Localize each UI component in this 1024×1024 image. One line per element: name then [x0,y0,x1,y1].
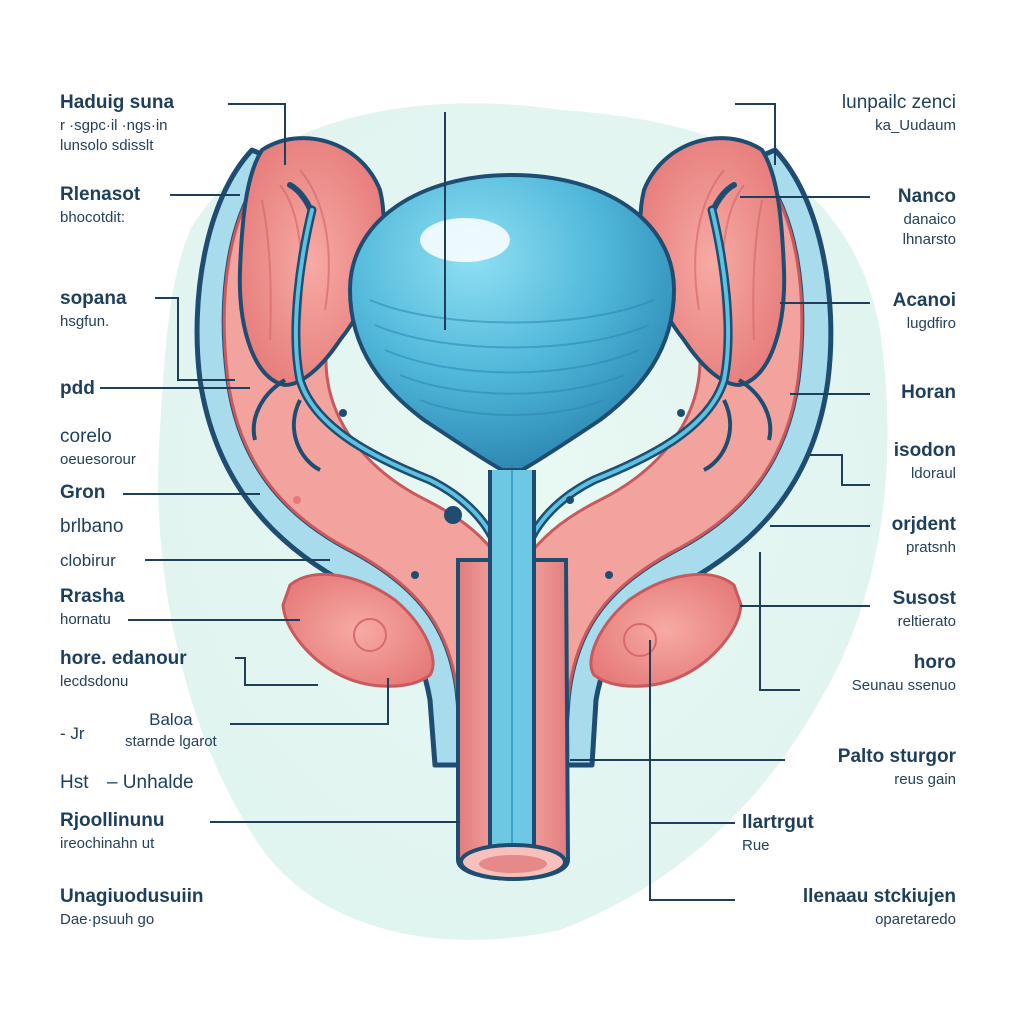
label-right-3: Acanoi lugdfiro [893,290,956,332]
label-sub: hsgfun. [60,312,110,330]
label-sub: lhnarsto [902,231,956,249]
gland-right [589,572,743,688]
label-title: Nanco [897,186,956,207]
label-right-4: Horan [901,382,956,404]
label-title: Rlenasot [60,184,141,205]
lobe-left [237,136,386,388]
label-title: Horan [901,382,956,403]
label-left-4: pdd [60,378,95,400]
label-title: Rrasha [60,586,125,607]
label-left-8: clobirur [60,548,116,571]
label-right-2: Nanco danaico lhnarsto [898,186,956,248]
label-title: Gron [60,482,106,503]
label-sub: lecdsdonu [60,672,129,690]
label-title: pdd [60,378,95,399]
gland-left [281,572,435,688]
label-right-10: llartrgut Rue [742,812,814,854]
label-sub: hornatu [60,610,111,628]
label-left-7: brlbano [60,516,123,538]
label-title: Baloa [149,710,193,729]
label-title: Unagiuodusuiin [60,886,204,907]
label-center: - Jr Baloa starnde lgarot [60,710,217,751]
label-sub: ka_Uudaum [875,116,956,134]
label-left-13: Unagiuodusuiin Dae·psuuh go [60,886,204,928]
label-sub: reltierato [897,612,956,630]
label-sub: oeuesorour [60,450,136,468]
label-title: Rjoollinunu [60,810,165,831]
label-sub: Rue [742,836,770,854]
leader-lines [100,103,870,901]
label-left-1: Haduig suna r ·sgpc·il ·ngs·in lunsolo s… [60,92,174,154]
label-left-9: Rrasha hornatu [60,586,124,628]
label-title: Hst [60,772,89,793]
label-title: sopana [60,288,127,309]
label-sub: ireochinahn ut [60,834,155,852]
label-left-10: hore. edanour lecdsdonu [60,648,187,690]
label-title: corelo [60,426,112,447]
label-right-5: isodon ldoraul [894,440,956,482]
label-title: llartrgut [742,812,814,833]
label-title: lunpailc zenci [841,92,956,113]
label-sub: bhocotdit: [60,208,126,226]
label-left-11: Hst – Unhalde [60,772,194,794]
label-right-9: Palto sturgor reus gain [838,746,956,788]
label-title: horo [913,652,956,673]
label-right-7: Susost reltierato [893,588,956,630]
label-sub: Seunau ssenuo [851,676,956,694]
label-title: orjdent [891,514,956,535]
label-prefix: - Jr [60,724,85,743]
label-sub: Dae·psuuh go [60,910,155,928]
label-left-2: Rlenasot bhocotdit: [60,184,140,226]
label-left-5: corelo oeuesorour [60,426,136,468]
label-sub: lunsolo sdisslt [60,137,154,155]
label-title: hore. edanour [60,648,187,669]
label-left-6: Gron [60,482,105,504]
label-title: Acanoi [892,290,956,311]
label-sub: danaico [903,210,956,228]
lobe-right [638,136,787,388]
label-sub: pratsnh [905,538,956,556]
label-title: llenaau stckiujen [802,886,956,907]
label-title: Haduig suna [60,92,175,113]
label-title: Susost [892,588,956,609]
label-left-3: sopana hsgfun. [60,288,127,330]
label-sub: r ·sgpc·il ·ngs·in [60,116,168,134]
label-title: isodon [893,440,956,461]
label-right-6: orjdent pratsnh [892,514,956,556]
label-sub: lugdfiro [906,314,956,332]
label-right-11: llenaau stckiujen oparetaredo [803,886,956,928]
label-right-1: lunpailc zenci ka_Uudaum [842,92,956,134]
label-sub: oparetaredo [875,910,956,928]
label-extra: – Unhalde [106,772,194,793]
label-title: Palto sturgor [837,746,956,767]
label-sub: clobirur [60,551,116,570]
label-left-12: Rjoollinunu ireochinahn ut [60,810,164,852]
label-sub: ldoraul [910,464,956,482]
label-right-8: horo Seunau ssenuo [852,652,956,694]
label-title: brlbano [60,516,124,537]
label-sub: starnde lgarot [125,732,217,750]
label-sub: reus gain [894,770,956,788]
